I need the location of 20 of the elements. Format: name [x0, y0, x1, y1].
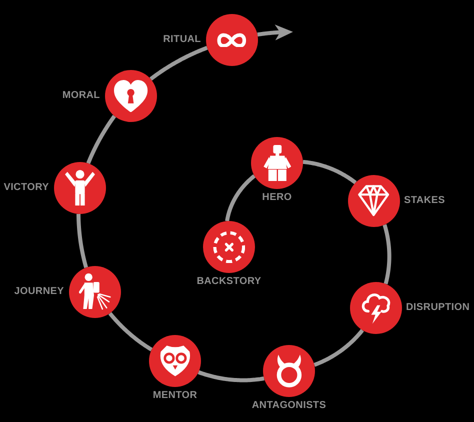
- step-label: VICTORY: [4, 182, 49, 194]
- connector-line: [150, 46, 208, 81]
- connector-line: [382, 224, 392, 285]
- step-label: HERO: [262, 192, 292, 204]
- step-label: DISRUPTION: [406, 302, 470, 314]
- step-label: JOURNEY: [14, 286, 64, 298]
- connector-line: [198, 370, 265, 382]
- connector-line: [302, 160, 357, 184]
- step-label: ANTAGONISTS: [252, 400, 326, 412]
- connector-line: [86, 114, 116, 164]
- connector-line: [76, 213, 88, 268]
- connector-line: [313, 328, 364, 367]
- arrow: [256, 24, 293, 40]
- step-label: BACKSTORY: [196, 276, 262, 288]
- step-label: STAKES: [404, 195, 446, 207]
- step-label: MORAL: [62, 90, 100, 102]
- connector-line: [225, 174, 256, 222]
- connector-line: [108, 312, 153, 352]
- step-label: MENTOR: [152, 390, 198, 402]
- step-label: RITUAL: [163, 34, 201, 46]
